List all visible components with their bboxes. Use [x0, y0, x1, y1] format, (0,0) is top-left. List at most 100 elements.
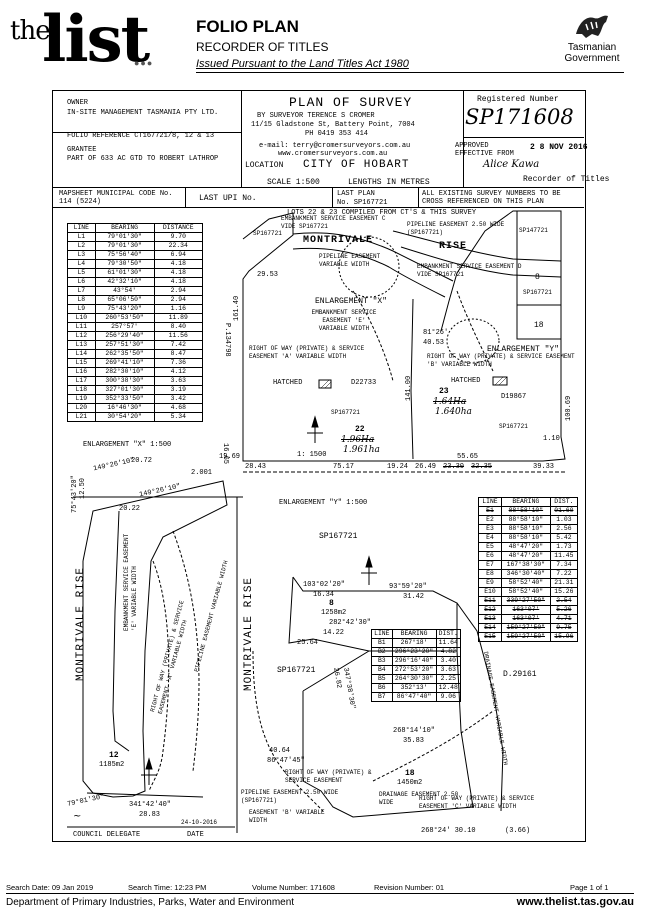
y-bearing-10302: 103°02'20": [303, 581, 346, 589]
emb-easement-e-label: EMBANKMENT SERVICE EASEMENT 'E' VARIABLE…: [311, 309, 377, 332]
hatched-label-y: HATCHED: [451, 377, 481, 385]
x-dist-2072: 20.72: [131, 457, 153, 465]
enlargement-y-label: ENLARGEMENT "Y": [487, 345, 560, 354]
dist-10069: 100.69: [565, 395, 573, 421]
lastplan-divider-left: [332, 187, 333, 207]
registered-number: SP171608: [465, 105, 574, 129]
page-number: Page 1 of 1: [570, 883, 609, 892]
enlargement-x-circle: [338, 236, 400, 298]
d19867-label: D19867: [501, 393, 527, 401]
owner-rule: [53, 132, 241, 133]
lot18-y-label: 18: [405, 769, 415, 778]
scale-label: SCALE 1:500: [267, 178, 320, 187]
d22733-label: D22733: [351, 379, 377, 387]
surveyor-email: e-mail: terry@cromersurveyors.com.au: [259, 142, 411, 150]
dist-2649: 26.49: [415, 463, 437, 471]
lot8-y-area: 1258m2: [321, 609, 347, 617]
dist-2843: 28.43: [245, 463, 267, 471]
mapsheet-code: MAPSHEET MUNICIPAL CODE No. 114 (5224): [59, 190, 173, 206]
sp167721-label-3: SP167721: [499, 423, 528, 430]
lot22-old-area: 1.96Ha: [341, 435, 375, 445]
council-date-value: 24-10-2016: [181, 819, 218, 826]
last-upi: LAST UPI No.: [199, 194, 257, 203]
dist-4053: 40.53: [423, 339, 445, 347]
mapsheet-divider: [185, 187, 186, 207]
sp167721-label-4: SP167721: [331, 409, 360, 416]
surveyor-address: 11/15 Gladstone St, Battery Point, 7004: [251, 121, 415, 129]
enl-y-row: [252, 650, 324, 812]
angle-8126: 81°26': [423, 329, 449, 337]
surveyor-phone: PH 0419 353 414: [305, 130, 369, 138]
recorder-signature: Alice Kawa: [483, 159, 540, 170]
logo-dots-icon: ●●●: [134, 58, 154, 68]
lastplan-divider-right: [418, 187, 419, 207]
enl-x-lot12: [82, 480, 228, 798]
hatched-legend-y: [492, 376, 508, 386]
lot22-23-division: [410, 298, 414, 460]
enlargement-x-label: ENLARGEMENT "X": [315, 297, 388, 306]
recorder-of-titles: Recorder of Titles: [523, 175, 610, 184]
x-dist-2022: 20.22: [119, 505, 141, 513]
table-cell: 5.34: [153, 412, 204, 422]
y-sp167721-mid: SP167721: [277, 666, 316, 675]
survey-drawing: [67, 210, 566, 833]
location-value: CITY OF HOBART: [303, 159, 410, 171]
folio-plan-title: FOLIO PLAN: [196, 17, 299, 36]
logo-list: list: [42, 2, 150, 77]
table-cell: 15.96: [549, 632, 579, 642]
enlargement-x-scale-label: ENLARGEMENT "X" 1:500: [83, 441, 172, 449]
recorder-subtitle: RECORDER OF TITLES: [196, 40, 329, 54]
last-plan-number: No. SP167721: [337, 199, 388, 207]
x-emb-easement-label: EMBANKMENT SERVICE EASEMENT 'E' VARIABLE…: [123, 533, 138, 631]
dist-3235: 32.35: [471, 463, 493, 471]
surveyor: BY SURVEYOR TERENCE S CROMER: [257, 112, 375, 120]
enl-x-easement-curve: [148, 560, 170, 792]
folio-reference: FOLIO REFERENCE CT167721/8, 12 & 13: [67, 132, 215, 140]
y-dist-3583: 35.83: [403, 737, 425, 745]
pipeline-easement-label: PIPELINE EASEMENT 2.50 WIDE (SP167721): [407, 221, 505, 236]
sp167721-label-1: SP167721: [253, 230, 282, 237]
cross-reference-note: ALL EXISTING SURVEY NUMBERS TO BE CROSS …: [422, 190, 561, 206]
lot22-area: 1.961ha: [343, 445, 380, 455]
grantee-label: GRANTEE: [67, 146, 97, 154]
x-dist-2883: 28.83: [139, 811, 161, 819]
header-rule: [196, 72, 624, 73]
sp147721-label: SP147721: [519, 227, 548, 234]
plan-title: PLAN OF SURVEY: [289, 95, 413, 110]
north-arrow-x: [141, 757, 157, 785]
x-bearing-34142: 341°42'40": [129, 801, 172, 809]
x-dist-2001: 2.001: [191, 469, 213, 477]
y-dist-3142: 31.42: [403, 593, 425, 601]
dist-3933: 39.33: [533, 463, 555, 471]
lot18-y-area: 1450m2: [397, 779, 423, 787]
thelist-url-link[interactable]: www.thelist.tas.gov.au: [516, 896, 634, 908]
rise-label: RISE: [439, 241, 468, 252]
y-dist-1634: 16.34: [313, 591, 335, 599]
dist-110: 1.10: [543, 435, 560, 443]
registered-number-label: Registered Number: [477, 95, 559, 104]
d29161-label: D.29161: [503, 670, 537, 679]
lot8-y-label: 8: [329, 599, 334, 608]
lot18-label: 18: [534, 321, 544, 330]
north-arrow-y: [361, 555, 377, 585]
dist-14100: 141.00: [405, 375, 413, 401]
y-row-easement-label: RIGHT OF WAY (PRIVATE) & SERVICE EASEMEN…: [285, 769, 372, 784]
reg-box-rule: [463, 137, 584, 138]
logo-the: the: [10, 16, 51, 46]
y-bearing-86: 86°47'45": [267, 757, 305, 765]
dist-5565: 55.65: [457, 453, 479, 461]
y-bearing-26824: 268°24' 30.10: [421, 827, 476, 835]
enl-y-lot18: [302, 650, 474, 818]
dist-2953: 29.53: [257, 271, 279, 279]
rise-road-top: [392, 230, 562, 262]
search-time: Search Time: 12:23 PM: [128, 883, 207, 892]
revision-number: Revision Number: 01: [374, 883, 445, 892]
enl-x-bottom-line: [86, 792, 204, 798]
easement-b-line: [456, 290, 494, 372]
lot22-23-boundary: [242, 210, 566, 462]
